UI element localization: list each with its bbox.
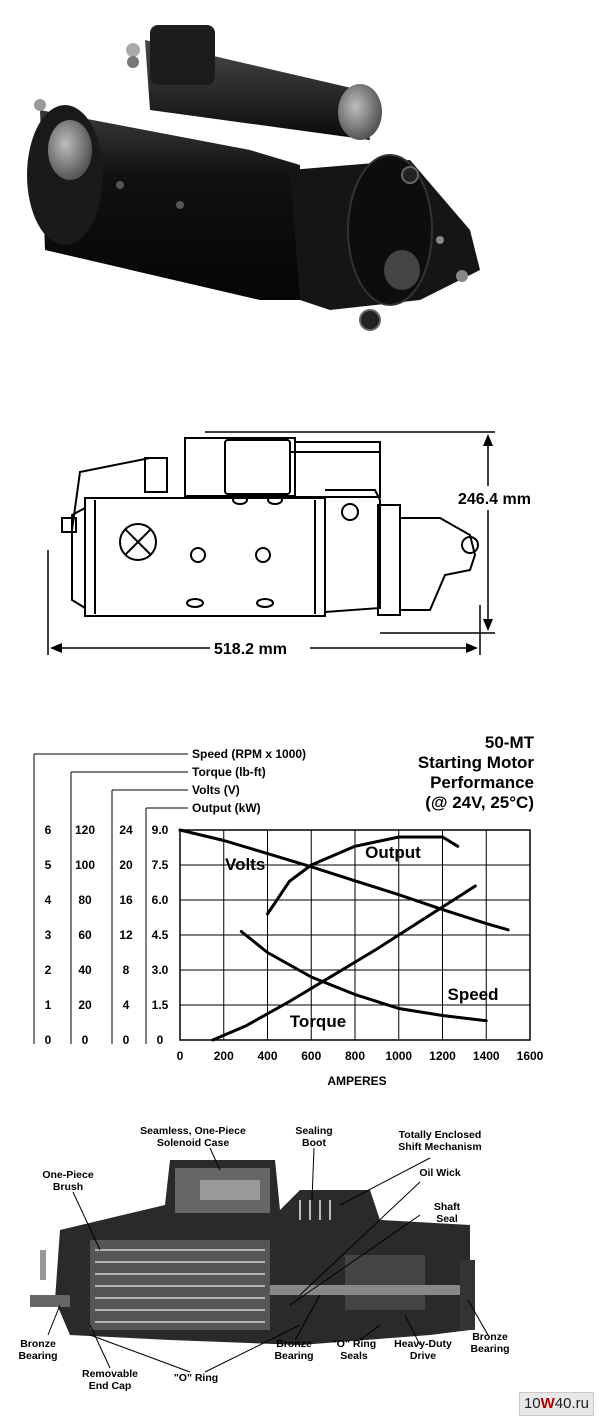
chart-title-line: (@ 24V, 25°C) <box>425 793 534 812</box>
series-label-volts: Volts <box>225 855 265 874</box>
x-tick-label: 200 <box>214 1049 234 1063</box>
chart-title-line: 50-MT <box>485 733 535 752</box>
watermark-mid: W <box>540 1395 555 1412</box>
cutaway-drawing <box>30 1160 475 1345</box>
y-tick-label: 4 <box>45 893 52 907</box>
chart-title-line: Performance <box>430 773 534 792</box>
y-tick-label: 4.5 <box>152 928 169 942</box>
series-label-torque: Torque <box>290 1012 346 1031</box>
y-tick-label: 6.0 <box>152 893 169 907</box>
series-line-volts <box>178 828 510 932</box>
watermark-suffix: 40.ru <box>554 1395 589 1412</box>
legend-entry: Output (kW) <box>192 801 261 815</box>
y-tick-label: 1 <box>45 998 52 1012</box>
x-tick-label: 0 <box>177 1049 184 1063</box>
y-tick-label: 24 <box>119 823 133 837</box>
y-tick-label: 3.0 <box>152 963 169 977</box>
y-tick-label: 9.0 <box>152 823 169 837</box>
series-label-output: Output <box>365 843 421 862</box>
series-line-torque <box>211 884 477 1042</box>
chart-legend: Speed (RPM x 1000) Torque (lb-ft) Volts (V… <box>33 747 306 1044</box>
y-tick-label: 120 <box>75 823 95 837</box>
y-tick-label: 1.5 <box>152 998 169 1012</box>
y-tick-label: 6 <box>45 823 52 837</box>
x-tick-label: 600 <box>301 1049 321 1063</box>
series-line-speed <box>239 930 488 1023</box>
chart-title-line: Starting Motor <box>418 753 535 772</box>
y-tick-label: 7.5 <box>152 858 169 872</box>
y-axis-ticks: 01234560204060801001200481216202401.53.0… <box>45 823 169 1047</box>
legend-entry: Torque (lb-ft) <box>192 765 266 779</box>
starter-motor-photo <box>0 0 600 350</box>
y-tick-label: 16 <box>119 893 133 907</box>
y-tick-label: 20 <box>119 858 133 872</box>
x-tick-label: 1000 <box>385 1049 412 1063</box>
y-tick-label: 5 <box>45 858 52 872</box>
x-axis-label: AMPERES <box>327 1074 386 1088</box>
y-tick-label: 8 <box>123 963 130 977</box>
y-tick-label: 100 <box>75 858 95 872</box>
y-tick-label: 60 <box>78 928 92 942</box>
y-tick-label: 12 <box>119 928 133 942</box>
height-dimension-label: 246.4 mm <box>458 491 531 508</box>
callout-oil-wick: Oil Wick <box>419 1167 460 1179</box>
x-tick-label: 1600 <box>517 1049 544 1063</box>
y-tick-label: 80 <box>78 893 92 907</box>
legend-entry: Volts (V) <box>192 783 240 797</box>
x-axis-ticks: 0 200 400 600 800 1000 1200 1400 1600 <box>177 1049 544 1063</box>
x-tick-label: 400 <box>257 1049 277 1063</box>
y-tick-label: 40 <box>78 963 92 977</box>
series-line-output <box>266 835 460 916</box>
length-dimension-label: 518.2 mm <box>214 641 287 658</box>
y-tick-label: 0 <box>157 1033 164 1047</box>
y-tick-label: 0 <box>82 1033 89 1047</box>
y-tick-label: 0 <box>45 1033 52 1047</box>
x-tick-label: 1200 <box>429 1049 456 1063</box>
callout-o-ring: "O" Ring <box>174 1372 218 1384</box>
site-watermark: 10W40.ru <box>518 1392 594 1416</box>
y-tick-label: 3 <box>45 928 52 942</box>
y-tick-label: 0 <box>123 1033 130 1047</box>
y-tick-label: 20 <box>78 998 92 1012</box>
x-tick-label: 800 <box>345 1049 365 1063</box>
legend-entry: Speed (RPM x 1000) <box>192 747 306 761</box>
watermark-prefix: 10 <box>523 1395 541 1412</box>
x-tick-label: 1400 <box>473 1049 500 1063</box>
y-tick-label: 4 <box>123 998 130 1012</box>
outline-drawing: 246.4 mm 518.2 mm <box>0 350 600 710</box>
y-tick-label: 2 <box>45 963 52 977</box>
series-label-speed: Speed <box>447 985 498 1004</box>
